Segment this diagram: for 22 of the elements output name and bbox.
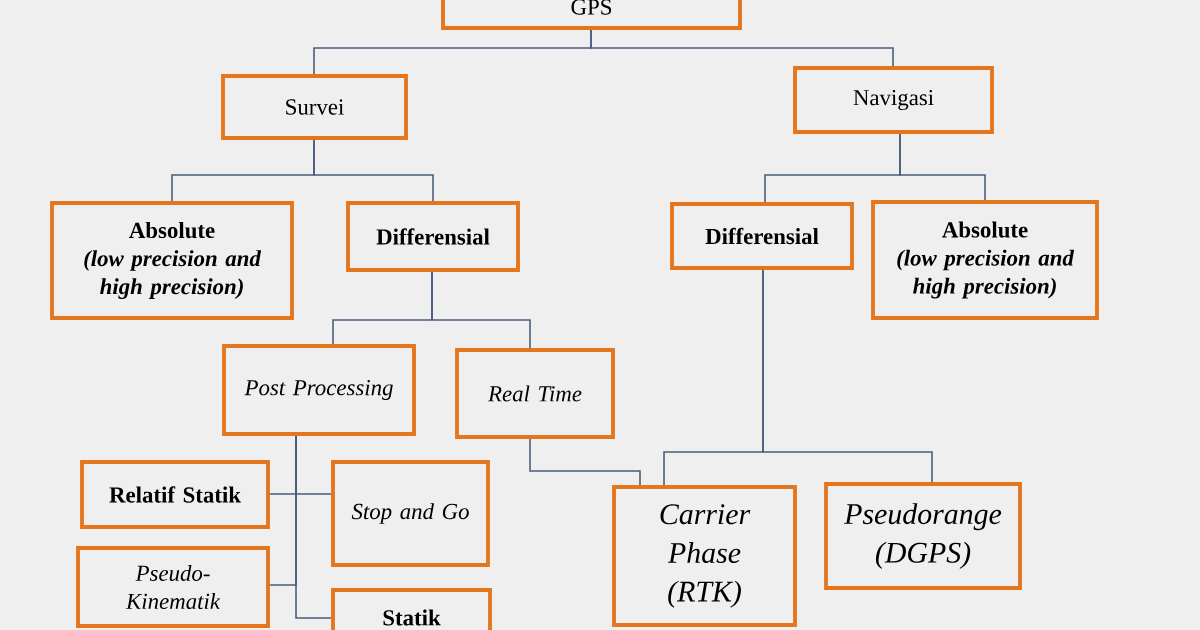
- category-box: Absolute (low precision and high precision): [50, 201, 294, 320]
- category-box: Statik: [331, 588, 492, 630]
- category-box: Navigasi: [793, 66, 994, 134]
- connector-line: [295, 435, 332, 619]
- connector-line: [762, 269, 933, 483]
- category-box: Post Processing: [222, 344, 416, 436]
- connector-line: [431, 271, 531, 349]
- category-box: Absolute (low precision and high precision): [871, 200, 1099, 320]
- category-box: Real Time: [455, 348, 615, 439]
- category-box: Relatif Statik: [80, 460, 270, 529]
- category-box: Differensial: [670, 202, 854, 270]
- connector-line: [529, 438, 641, 486]
- category-box: Pseudo-Kinematik: [76, 546, 270, 628]
- category-box: Differensial: [346, 201, 520, 272]
- category-box: Survei: [221, 74, 408, 140]
- category-box: Pseudorange (DGPS): [824, 482, 1022, 590]
- connector-line: [313, 139, 434, 202]
- connector-line: [590, 29, 894, 67]
- connector-line: [899, 133, 986, 201]
- category-box: Stop and Go: [331, 460, 490, 567]
- category-box: Carrier Phase (RTK): [612, 485, 797, 627]
- category-box: GPS: [441, 0, 742, 30]
